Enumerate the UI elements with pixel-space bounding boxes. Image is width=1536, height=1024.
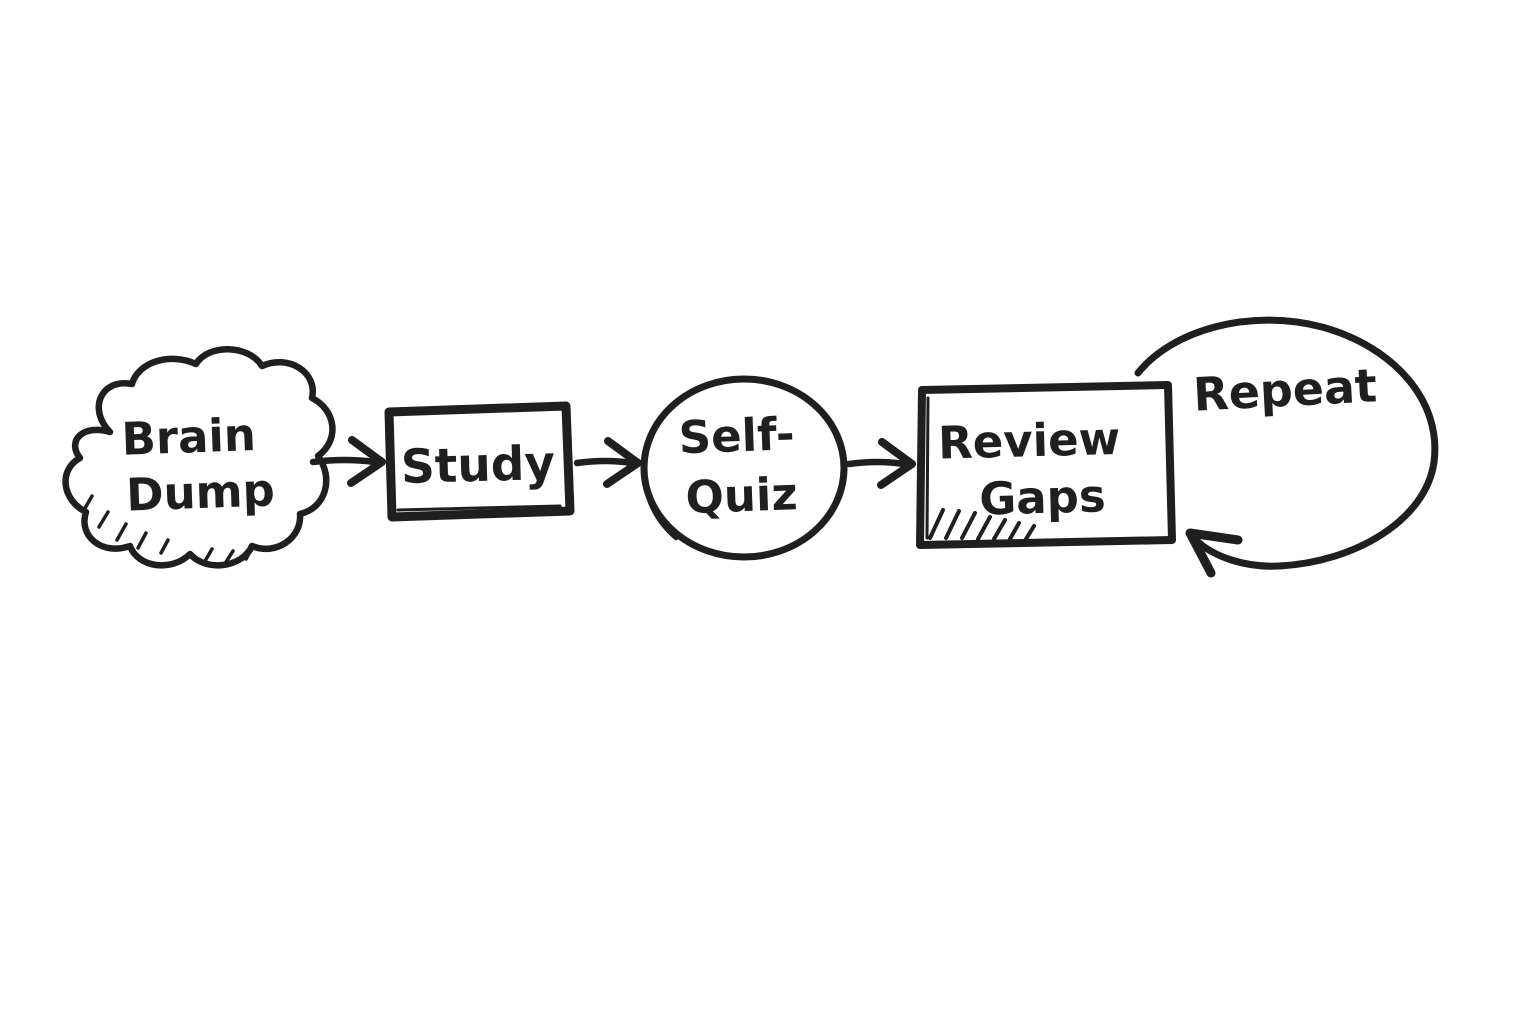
loop-arrow-head-icon [1185, 528, 1243, 578]
arrow-shaft [309, 456, 379, 466]
review-gaps-label: Review Gaps [937, 411, 1138, 526]
loop-arc [1134, 316, 1439, 570]
self-quiz-sketch-arc [642, 469, 679, 541]
study-label: Study [400, 436, 555, 495]
arrow-shaft [573, 457, 636, 467]
cloud-shape [62, 346, 336, 569]
cloud-hatch-marks [82, 494, 254, 564]
review-gaps-rectangle [916, 381, 1176, 549]
review-gaps-sketch-line [925, 396, 930, 540]
self-quiz-label: Self- Quiz [678, 407, 813, 525]
review-gaps-hatch-marks [928, 508, 1036, 541]
repeat-label: Repeat [1192, 358, 1378, 422]
arrow-head-icon [347, 436, 386, 487]
arrow-brain-dump-to-study [309, 436, 386, 487]
arrow-self-quiz-to-review-gaps [845, 438, 916, 489]
study-sketch-line [396, 504, 562, 512]
arrow-study-to-self-quiz [573, 437, 642, 488]
self-quiz-ellipse [640, 375, 848, 561]
brain-dump-node: Brain Dump [62, 346, 336, 569]
self-quiz-node: Self- Quiz [640, 375, 848, 561]
study-rectangle [384, 401, 575, 522]
brain-dump-label: Brain Dump [121, 407, 276, 521]
review-gaps-node: Review Gaps [916, 381, 1176, 549]
repeat-loop: Repeat [1134, 316, 1439, 578]
arrow-head-icon [603, 437, 642, 488]
study-node: Study [384, 401, 575, 522]
arrow-shaft [845, 458, 908, 468]
arrow-head-icon [877, 438, 916, 489]
